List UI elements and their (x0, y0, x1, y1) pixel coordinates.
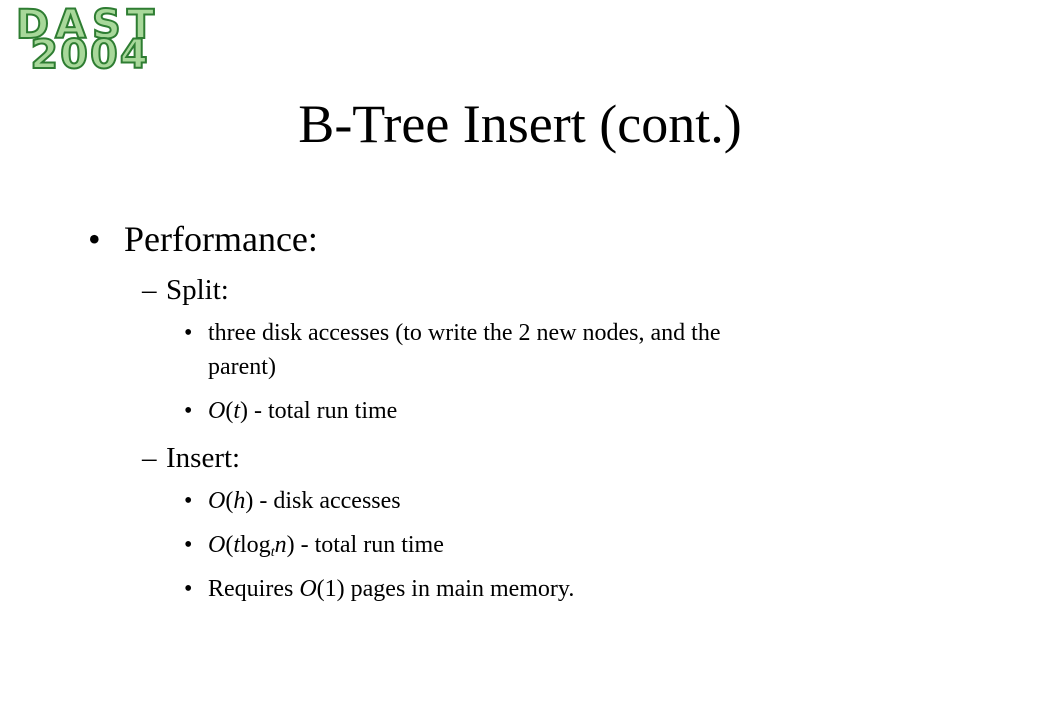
bullet-text: Insert: (166, 442, 241, 474)
bullet-text: O(h) - disk accesses (208, 488, 401, 514)
bullet-marker: • (184, 398, 193, 424)
bullet-text: Split: (166, 274, 229, 306)
bullet-marker: • (184, 532, 193, 558)
bullet-marker: • (184, 320, 193, 346)
bullet-text: O(t) - total run time (208, 398, 398, 424)
dash-marker: – (142, 274, 157, 306)
bullet-text-line2: parent) (208, 354, 276, 380)
logo-bottom-text: 2004 (30, 32, 149, 74)
bullet-text: Performance: (124, 219, 318, 259)
logo-graphic: DAST 2004 (15, 2, 160, 74)
dast-2004-logo: DAST 2004 (8, 2, 168, 74)
bullet-marker: • (88, 219, 101, 259)
bullet-marker: • (184, 576, 193, 602)
bullet-marker: • (184, 488, 193, 514)
bullet-text: O(tlogtn) - total run time (208, 532, 444, 560)
logo-top-text: DAST (16, 2, 160, 48)
bullet-text: Requires O(1) pages in main memory. (208, 576, 575, 602)
dash-marker: – (142, 442, 157, 474)
slide-title: B-Tree Insert (cont.) (298, 94, 742, 154)
bullet-text-line1: three disk accesses (to write the 2 new … (208, 320, 721, 346)
